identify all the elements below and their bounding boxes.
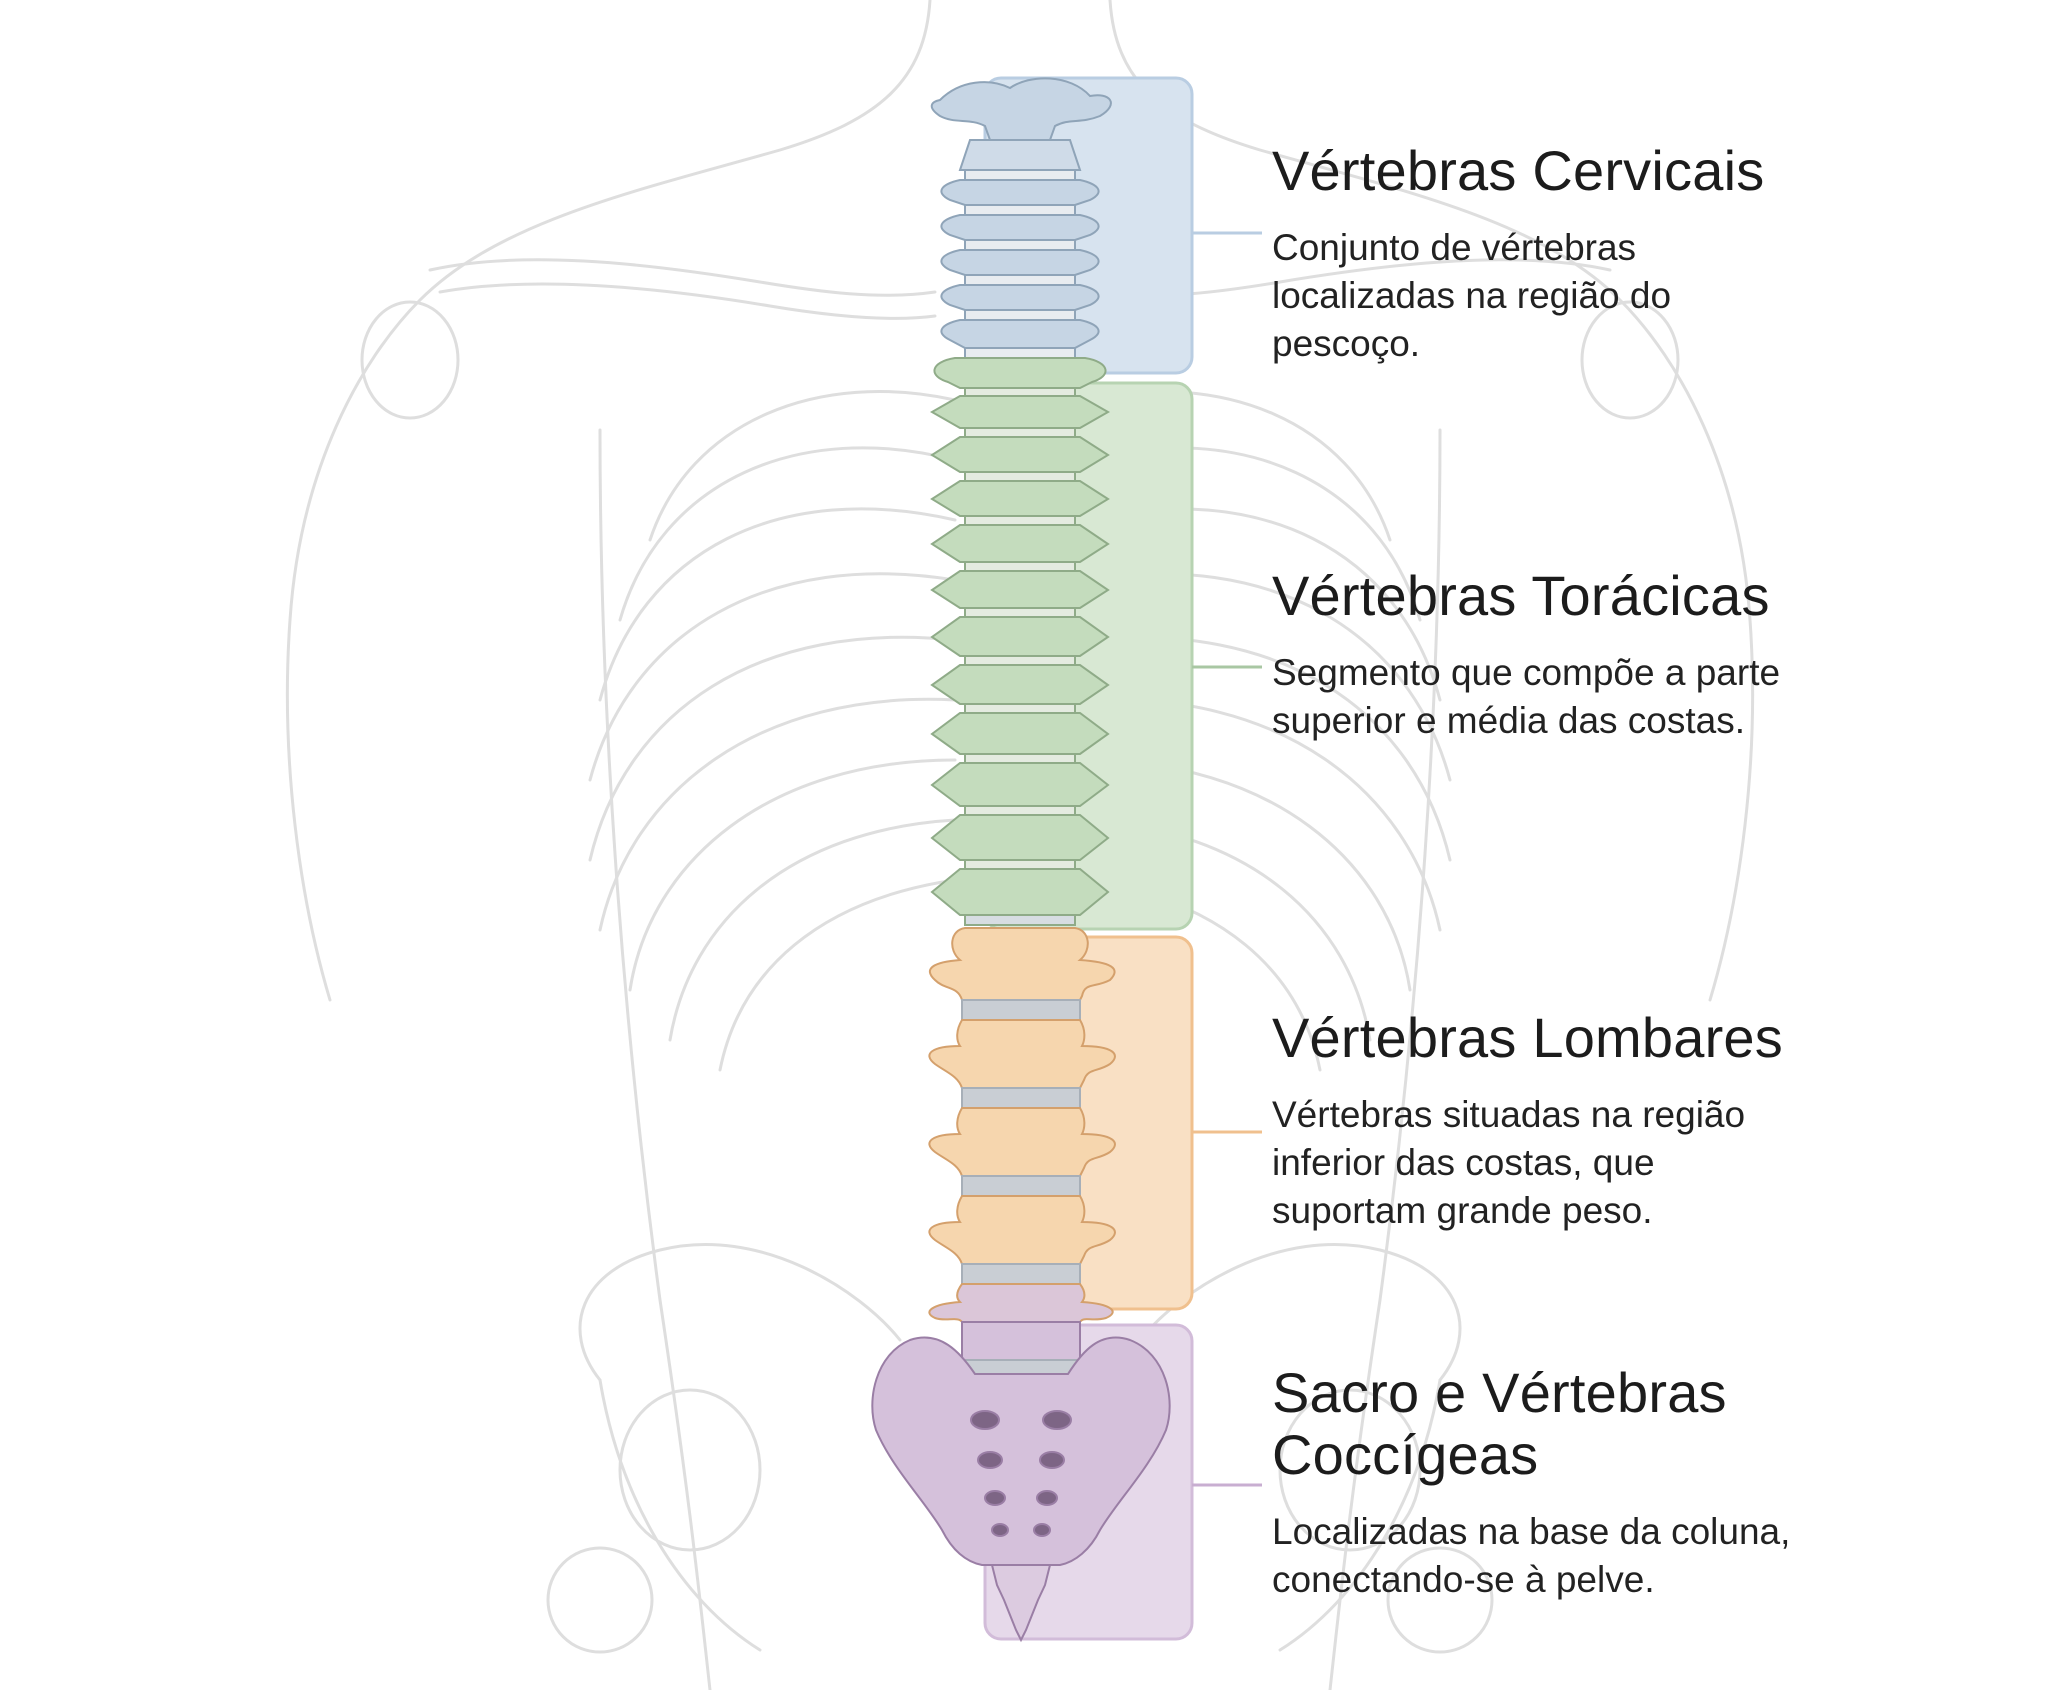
thoracic-description: Segmento que compõe a parte superior e m…	[1272, 649, 1852, 745]
sacral-title: Sacro e Vértebras Coccígeas	[1272, 1362, 1792, 1486]
leader-lines	[1192, 233, 1262, 1485]
lumbar-label: Vértebras Lombares Vértebras situadas na…	[1272, 1007, 1892, 1235]
lumbar-title: Vértebras Lombares	[1272, 1007, 1892, 1069]
sacral-description: Localizadas na base da coluna, conectand…	[1272, 1508, 1872, 1604]
thoracic-vertebrae	[932, 358, 1108, 925]
cervical-title: Vértebras Cervicais	[1272, 140, 1892, 202]
thoracic-title: Vértebras Torácicas	[1272, 565, 1892, 627]
lumbar-description: Vértebras situadas na região inferior da…	[1272, 1091, 1812, 1235]
cervical-description: Conjunto de vértebras localizadas na reg…	[1272, 224, 1732, 368]
cervical-label: Vértebras Cervicais Conjunto de vértebra…	[1272, 140, 1892, 368]
sacral-label: Sacro e Vértebras Coccígeas Localizadas …	[1272, 1362, 1892, 1604]
thoracic-label: Vértebras Torácicas Segmento que compõe …	[1272, 565, 1892, 745]
